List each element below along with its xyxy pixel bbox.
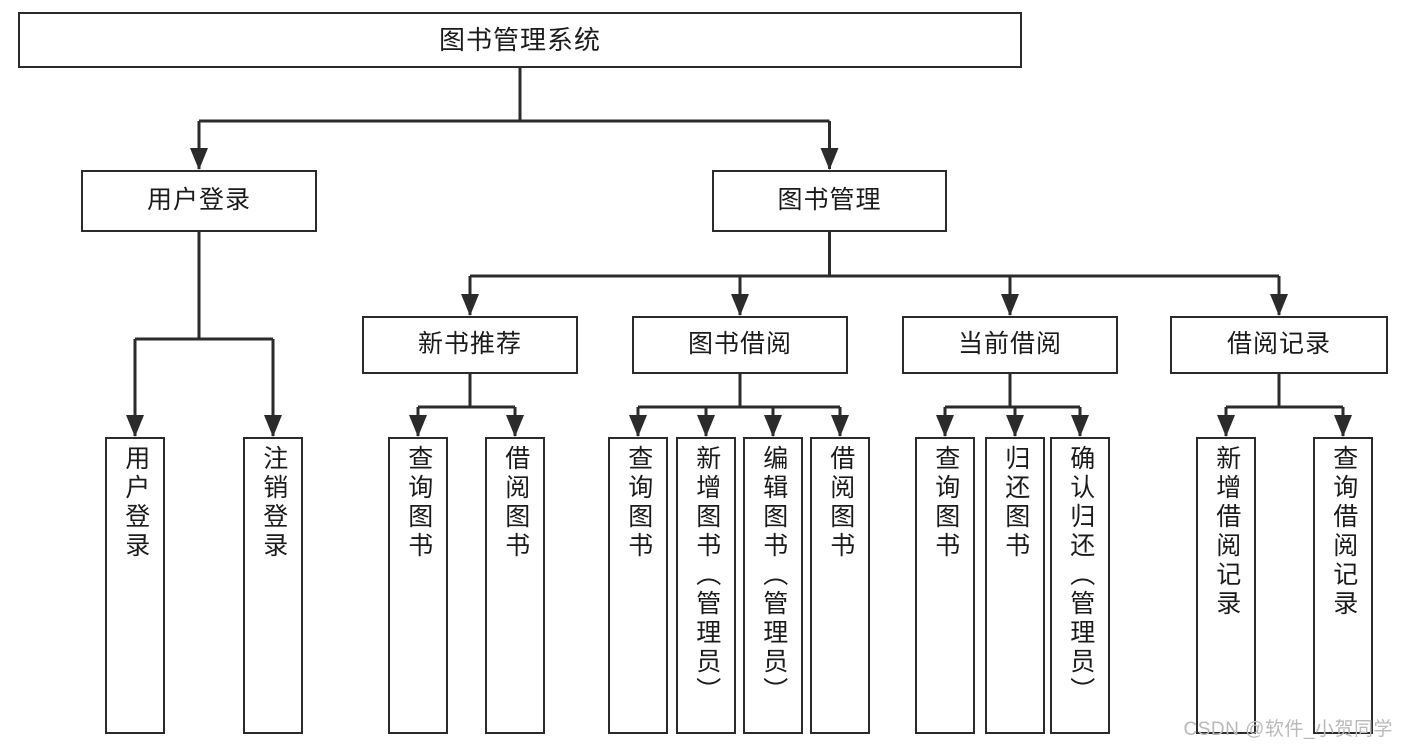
node-leaf-return-book[interactable]: 归还图书: [985, 437, 1045, 734]
node-leaf-query-book-3[interactable]: 查询图书: [915, 437, 975, 734]
node-new-book-rec[interactable]: 新书推荐: [362, 316, 578, 374]
arrow-down-icon: [264, 415, 282, 437]
arrow-down-icon: [1270, 294, 1288, 316]
arrow-down-icon: [1334, 415, 1352, 437]
node-label: 借阅图书: [501, 445, 530, 561]
arrow-down-icon: [1071, 415, 1089, 437]
node-label: 当前借阅: [957, 330, 1062, 359]
node-label: 新书推荐: [417, 330, 522, 359]
node-leaf-user-login[interactable]: 用户登录: [105, 437, 165, 734]
node-label: 图书借阅: [687, 330, 792, 359]
node-label: 确认归还（管理员）: [1066, 445, 1095, 706]
arrow-down-icon: [1006, 415, 1024, 437]
arrow-down-icon: [697, 415, 715, 437]
node-leaf-borrow-book-2[interactable]: 借阅图书: [810, 437, 870, 734]
node-label: 借阅记录: [1226, 330, 1331, 359]
node-leaf-borrow-book-1[interactable]: 借阅图书: [485, 437, 545, 734]
node-leaf-edit-book[interactable]: 编辑图书（管理员）: [743, 437, 803, 734]
node-leaf-add-book[interactable]: 新增图书（管理员）: [676, 437, 736, 734]
node-label: 归还图书: [1001, 445, 1030, 561]
watermark: CSDN @软件_小贺同学: [1183, 719, 1393, 740]
node-user-login[interactable]: 用户登录: [81, 170, 317, 232]
node-current-borrow[interactable]: 当前借阅: [902, 316, 1118, 374]
node-leaf-confirm-return[interactable]: 确认归还（管理员）: [1050, 437, 1110, 734]
arrow-down-icon: [731, 294, 749, 316]
node-label: 查询图书: [931, 445, 960, 561]
node-label: 图书管理系统: [438, 24, 601, 55]
arrow-down-icon: [506, 415, 524, 437]
node-label: 用户登录: [121, 445, 150, 561]
node-leaf-logout[interactable]: 注销登录: [243, 437, 303, 734]
arrow-down-icon: [831, 415, 849, 437]
arrow-down-icon: [629, 415, 647, 437]
arrow-down-icon: [764, 415, 782, 437]
arrow-down-icon: [126, 415, 144, 437]
node-label: 用户登录: [146, 186, 251, 215]
arrow-down-icon: [936, 415, 954, 437]
node-book-manage[interactable]: 图书管理: [712, 170, 947, 232]
arrow-down-icon: [820, 148, 839, 170]
node-leaf-add-record[interactable]: 新增借阅记录: [1196, 437, 1256, 734]
node-borrow-record[interactable]: 借阅记录: [1170, 316, 1388, 374]
node-label: 新增图书（管理员）: [692, 445, 721, 706]
node-label: 编辑图书（管理员）: [759, 445, 788, 706]
arrow-down-icon: [461, 294, 479, 316]
arrow-down-icon: [190, 148, 208, 170]
node-label: 查询借阅记录: [1329, 445, 1358, 619]
node-label: 注销登录: [259, 445, 288, 561]
node-label: 图书管理: [777, 186, 882, 215]
node-label: 查询图书: [624, 445, 653, 561]
node-label: 查询图书: [404, 445, 433, 561]
arrow-down-icon: [1001, 294, 1019, 316]
node-label: 借阅图书: [826, 445, 855, 561]
node-leaf-query-book-2[interactable]: 查询图书: [608, 437, 668, 734]
node-leaf-query-book-1[interactable]: 查询图书: [388, 437, 448, 734]
arrow-down-icon: [1217, 415, 1235, 437]
node-label: 新增借阅记录: [1212, 445, 1241, 619]
node-root[interactable]: 图书管理系统: [18, 12, 1022, 68]
arrow-down-icon: [409, 415, 427, 437]
node-leaf-query-record[interactable]: 查询借阅记录: [1313, 437, 1373, 734]
node-book-borrow[interactable]: 图书借阅: [632, 316, 848, 374]
